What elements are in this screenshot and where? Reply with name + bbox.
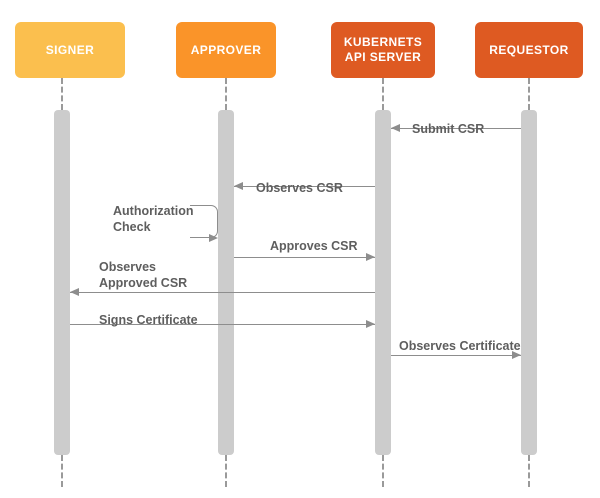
arrowhead-submit-csr bbox=[391, 123, 400, 132]
message-label-submit-csr: Submit CSR bbox=[412, 122, 485, 136]
message-label-signs-certificate: Signs Certificate bbox=[99, 313, 198, 327]
message-label-observes-csr: Observes CSR bbox=[256, 181, 343, 195]
message-label-authorization-check: Authorization Check bbox=[113, 204, 194, 234]
arrowhead-signs-certificate bbox=[366, 319, 375, 328]
lifeline-dash-bottom-requestor bbox=[528, 455, 530, 487]
actor-header-signer[interactable]: SIGNER bbox=[15, 22, 125, 78]
actor-label-approver: APPROVER bbox=[190, 42, 262, 57]
actor-label-signer: SIGNER bbox=[45, 42, 95, 57]
message-line-observes-csr bbox=[234, 186, 375, 187]
lifeline-dash-bottom-apiserver bbox=[382, 455, 384, 487]
lifeline-dash-bottom-approver bbox=[225, 455, 227, 487]
lifeline-dash-bottom-signer bbox=[61, 455, 63, 487]
message-line-signs-certificate bbox=[70, 324, 375, 325]
message-line-observes-certificate bbox=[391, 355, 521, 356]
lifeline-dash-top-approver bbox=[225, 78, 227, 110]
message-label-observes-approved-csr: Observes Approved CSR bbox=[99, 260, 188, 290]
arrowhead-authorization-check bbox=[209, 233, 218, 242]
activation-bar-apiserver bbox=[375, 110, 391, 455]
arrowhead-approves-csr bbox=[366, 252, 375, 261]
lifeline-dash-top-signer bbox=[61, 78, 63, 110]
activation-bar-requestor bbox=[521, 110, 537, 455]
message-label-observes-certificate: Observes Certificate bbox=[399, 339, 521, 353]
activation-bar-signer bbox=[54, 110, 70, 455]
actor-header-apiserver[interactable]: KUBERNETS API SERVER bbox=[331, 22, 435, 78]
actor-label-apiserver: KUBERNETS API SERVER bbox=[343, 35, 423, 64]
message-line-approves-csr bbox=[234, 257, 375, 258]
activation-bar-approver bbox=[218, 110, 234, 455]
message-line-observes-approved-csr bbox=[70, 292, 375, 293]
actor-header-requestor[interactable]: REQUESTOR bbox=[475, 22, 583, 78]
self-message-authorization-check bbox=[190, 205, 218, 238]
actor-header-approver[interactable]: APPROVER bbox=[176, 22, 276, 78]
message-label-approves-csr: Approves CSR bbox=[270, 239, 358, 253]
lifeline-dash-top-requestor bbox=[528, 78, 530, 110]
lifeline-dash-top-apiserver bbox=[382, 78, 384, 110]
actor-label-requestor: REQUESTOR bbox=[489, 42, 569, 57]
arrowhead-observes-certificate bbox=[512, 350, 521, 359]
arrowhead-observes-approved-csr bbox=[70, 287, 79, 296]
arrowhead-observes-csr bbox=[234, 181, 243, 190]
message-line-submit-csr bbox=[391, 128, 521, 129]
